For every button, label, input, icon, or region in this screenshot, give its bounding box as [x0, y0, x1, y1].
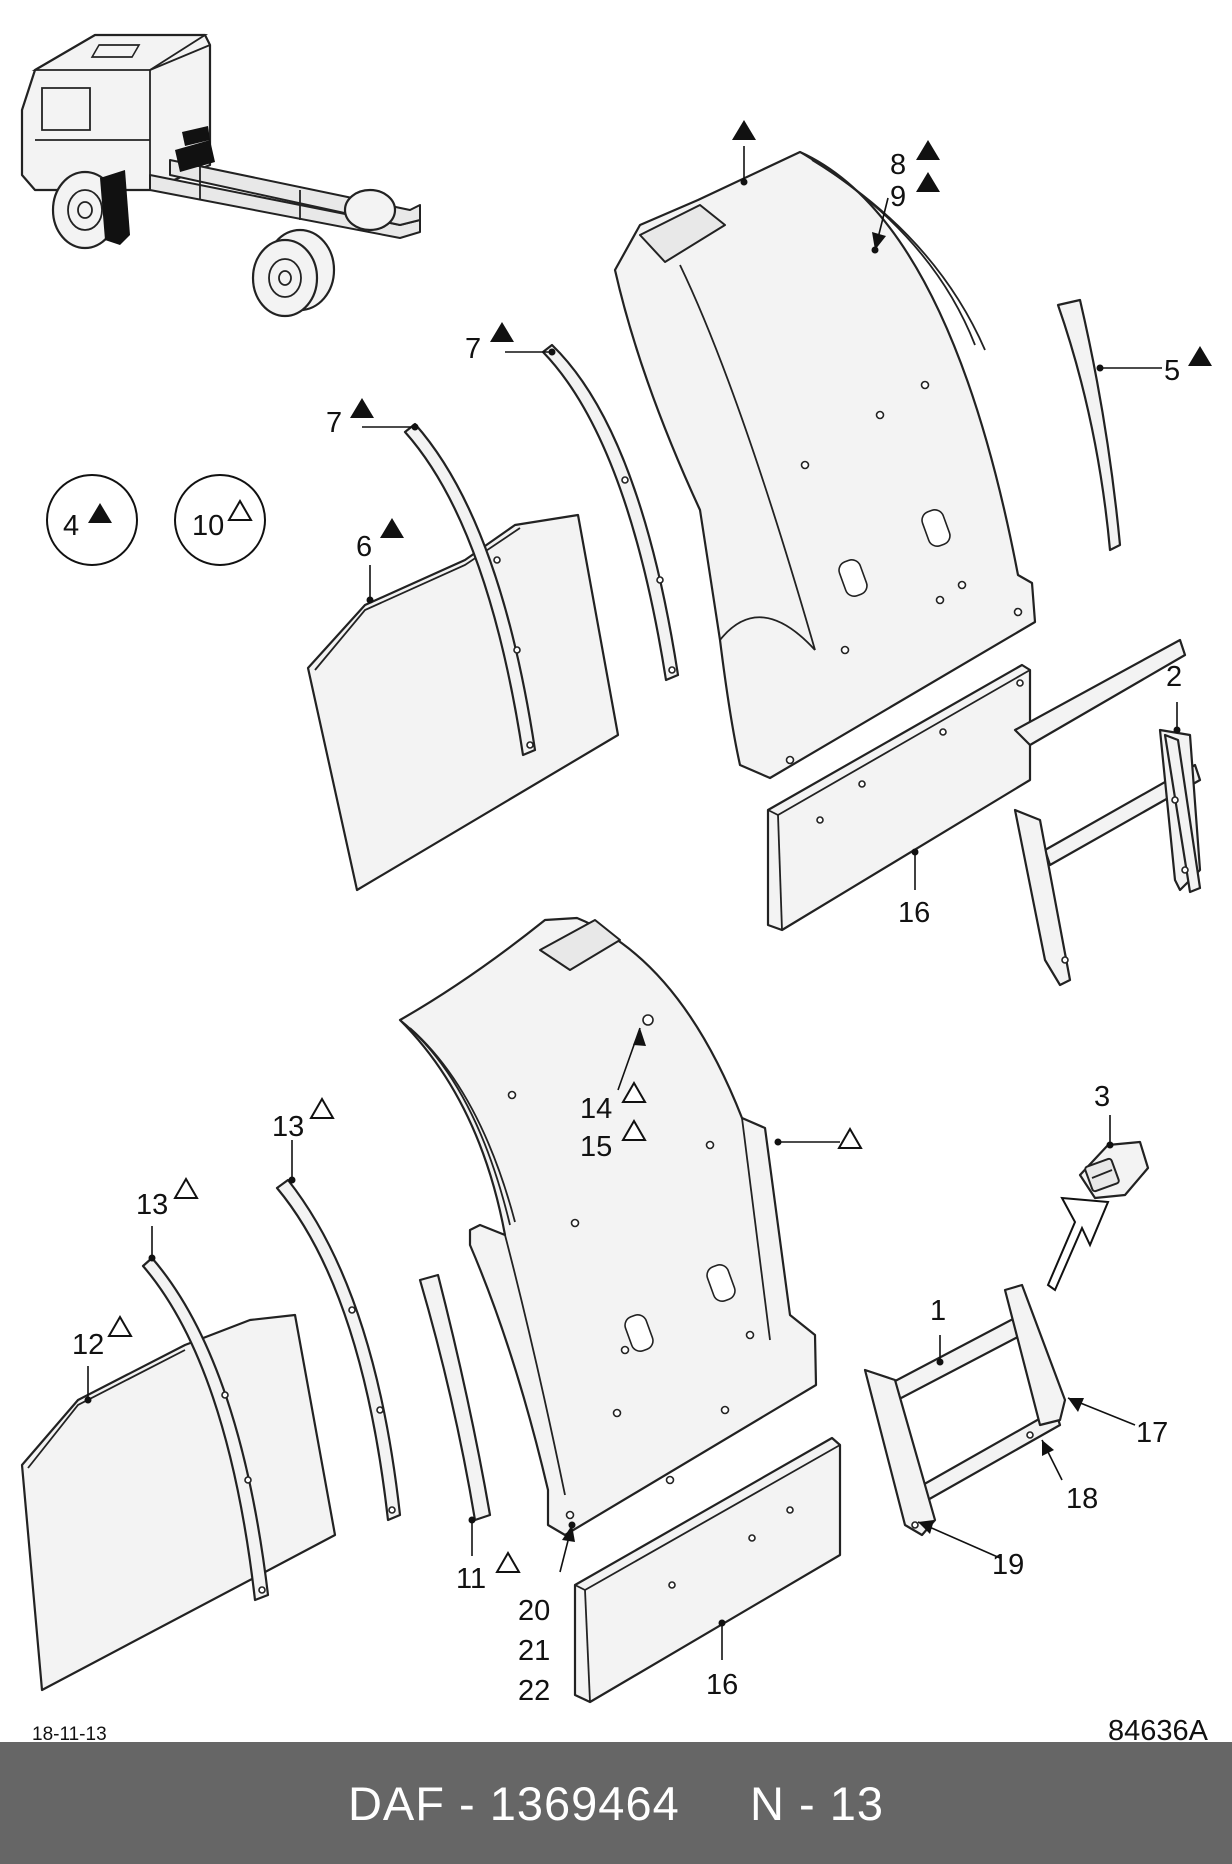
note-circle-4: 4: [46, 474, 138, 566]
callout-12: 12: [72, 1329, 104, 1361]
callout-13: 13: [136, 1189, 168, 1221]
part-3-fitting: [1078, 1140, 1150, 1200]
callout-9: 9: [890, 181, 906, 213]
callout-13: 13: [272, 1111, 304, 1143]
detail-arrow: [1046, 1196, 1110, 1292]
parts-diagram: 4 10: [20, 33, 1212, 1742]
part-2-bracket: [1013, 638, 1202, 987]
open-triangle-icon: [108, 1316, 132, 1337]
callout-14: 14: [580, 1093, 612, 1125]
part-11-strip: [418, 1273, 492, 1522]
callout-15: 15: [580, 1131, 612, 1163]
filled-triangle-icon: [380, 518, 404, 538]
part-number-text: DAF - 1369464 N - 13: [347, 1776, 885, 1830]
callout-17: 17: [1136, 1417, 1168, 1449]
part-12-panel: [20, 1313, 337, 1692]
callout-7: 7: [326, 407, 342, 439]
open-triangle-icon: [496, 1552, 520, 1573]
callout-2: 2: [1166, 661, 1182, 693]
part-5-strip: [1056, 298, 1122, 552]
callout-22: 22: [518, 1675, 550, 1707]
open-triangle-icon: [310, 1098, 334, 1119]
filled-triangle-icon: [916, 172, 940, 192]
part-7-strip-left: [403, 422, 537, 757]
callout-20: 20: [518, 1595, 550, 1627]
filled-triangle-icon: [916, 140, 940, 160]
callout-16: 16: [706, 1669, 738, 1701]
callout-8: 8: [890, 149, 906, 181]
leader-lines: [84, 146, 1181, 1660]
open-triangle-icon: [838, 1128, 862, 1149]
callout-1: 1: [930, 1295, 946, 1327]
callout-11: 11: [456, 1563, 486, 1595]
part-1-bracket: [863, 1283, 1067, 1537]
callout-6: 6: [356, 531, 372, 563]
drawing-date: 18-11-13: [32, 1724, 107, 1742]
part-16-mudflap-lower: [573, 1436, 842, 1704]
main-mudguard-upper: [613, 150, 1037, 780]
drawing-number: 84636A: [1108, 1715, 1209, 1742]
filled-triangle-icon: [1188, 346, 1212, 366]
part-13-strip-right: [275, 1178, 402, 1522]
truck-overview-illustration: [20, 33, 421, 318]
filled-triangle-icon: [490, 322, 514, 342]
callout-5: 5: [1164, 355, 1180, 387]
filled-triangle-icon: [350, 398, 374, 418]
note-circle-10: 10: [174, 474, 266, 566]
callout-7: 7: [465, 333, 481, 365]
callout-19: 19: [992, 1549, 1024, 1581]
open-triangle-icon: [174, 1178, 198, 1199]
callout-3: 3: [1094, 1081, 1110, 1113]
part-13-strip-left: [141, 1256, 270, 1602]
part-16-mudflap-upper: [766, 663, 1032, 932]
callout-16: 16: [898, 897, 930, 929]
part-number-footer: DAF - 1369464 N - 13: [0, 1742, 1232, 1864]
main-mudguard-lower: [398, 916, 818, 1537]
part-7-strip-right: [541, 343, 680, 682]
filled-triangle-icon: [732, 120, 756, 140]
svg-text:10: 10: [192, 510, 224, 542]
svg-text:4: 4: [63, 510, 79, 542]
part-6-panel: [306, 513, 620, 892]
callout-18: 18: [1066, 1483, 1098, 1515]
callout-21: 21: [518, 1635, 550, 1667]
callout-labels: 8 9 7 7 6 5 2 16 13 13 12 14 15 3 1 17 1…: [32, 120, 1212, 1742]
